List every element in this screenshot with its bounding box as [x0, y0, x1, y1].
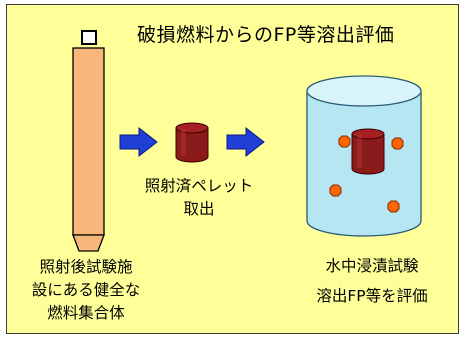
pellet-caption-line: 照射済ペレット: [144, 177, 254, 195]
fuel-assembly-handle: [81, 30, 97, 45]
fp-particle-icon: [391, 137, 404, 150]
page-title: 破損燃料からのFP等溶出評価: [137, 24, 395, 46]
arrow-right-icon-2: [226, 126, 265, 158]
arrow-right-icon-1: [119, 126, 158, 158]
fuel-caption-line: 照射後試験施: [39, 258, 133, 276]
fuel-assembly-caption: 照射後試験施 設にある健全な 燃料集合体: [11, 256, 161, 325]
fuel-assembly-nozzle: [72, 234, 105, 252]
slide-panel: 破損燃料からのFP等溶出評価 照射後試験施 設にある健全な 燃料集合体 照射済ペ…: [6, 4, 459, 334]
fp-particle-icon: [338, 135, 351, 148]
immersion-test-caption: 水中浸漬試験: [325, 257, 419, 275]
fp-evaluation-caption: 溶出FP等を評価: [316, 287, 428, 305]
fp-particle-icon: [387, 200, 400, 213]
pellet-caption: 照射済ペレット 取出: [139, 175, 259, 221]
fuel-assembly-body: [72, 47, 105, 236]
diagram-artwork: [72, 30, 422, 252]
pellet-cylinder: [175, 122, 209, 163]
immersed-pellet: [351, 128, 385, 175]
fp-particle-icon: [329, 184, 342, 197]
fuel-caption-line: 設にある健全な: [31, 281, 141, 299]
fuel-caption-line: 燃料集合体: [47, 304, 125, 322]
pellet-caption-line: 取出: [183, 200, 215, 218]
